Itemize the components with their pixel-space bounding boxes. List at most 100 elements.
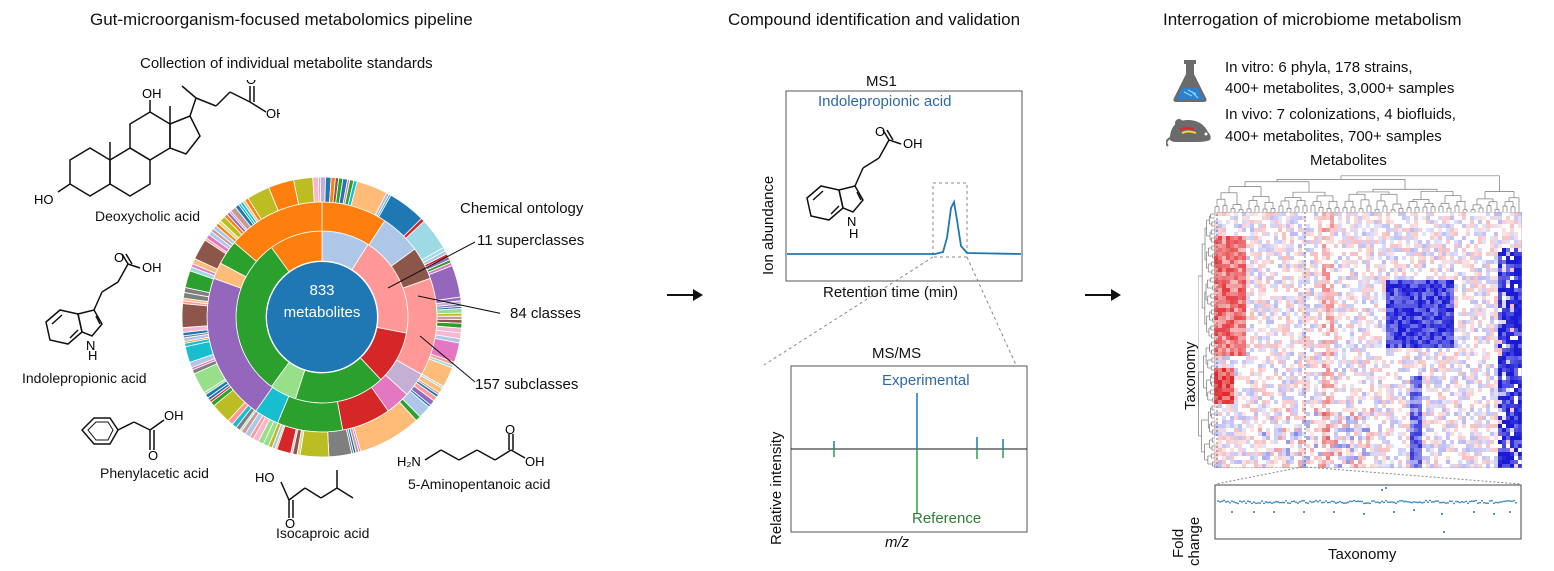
foldchange-point xyxy=(1309,500,1311,503)
foldchange-ylabel-1: Fold xyxy=(1170,528,1187,558)
heatmap-cell xyxy=(1222,292,1226,296)
heatmap-cell xyxy=(1422,460,1426,464)
heatmap-cell xyxy=(1426,324,1430,328)
heatmap-cell xyxy=(1246,392,1250,396)
heatmap-cell xyxy=(1274,244,1278,248)
heatmap-cell xyxy=(1442,444,1446,448)
heatmap-cell xyxy=(1322,236,1326,240)
heatmap-cell xyxy=(1438,300,1442,304)
heatmap-cell xyxy=(1470,424,1474,428)
heatmap-cell xyxy=(1250,292,1254,296)
heatmap-cell xyxy=(1314,292,1318,296)
heatmap-cell xyxy=(1302,240,1306,244)
heatmap-cell xyxy=(1434,340,1438,344)
heatmap-cell xyxy=(1406,436,1410,440)
heatmap-cell xyxy=(1390,324,1394,328)
heatmap-cell xyxy=(1278,252,1282,256)
heatmap-cell xyxy=(1418,352,1422,356)
heatmap-cell xyxy=(1322,432,1326,436)
heatmap-cell xyxy=(1322,404,1326,408)
heatmap-cell xyxy=(1270,252,1274,256)
heatmap-cell xyxy=(1410,288,1414,292)
heatmap-cell xyxy=(1310,344,1314,348)
heatmap-cell xyxy=(1294,376,1298,380)
standards-heading: Collection of individual metabolite stan… xyxy=(140,55,433,72)
heatmap-cell xyxy=(1422,376,1426,380)
heatmap-cell xyxy=(1450,448,1454,452)
foldchange-point xyxy=(1419,501,1421,503)
heatmap-cell xyxy=(1234,272,1238,276)
heatmap-cell xyxy=(1258,268,1262,272)
heatmap-cell xyxy=(1506,240,1510,244)
heatmap-cell xyxy=(1378,388,1382,392)
foldchange-point xyxy=(1443,501,1445,504)
heatmap-cell xyxy=(1290,284,1294,288)
heatmap-cell xyxy=(1390,344,1394,348)
heatmap-cell xyxy=(1234,284,1238,288)
heatmap-cell xyxy=(1510,396,1514,400)
heatmap-cell xyxy=(1486,444,1490,448)
heatmap-cell xyxy=(1290,348,1294,352)
heatmap-cell xyxy=(1450,444,1454,448)
heatmap-cell xyxy=(1506,256,1510,260)
heatmap-cell xyxy=(1282,400,1286,404)
heatmap-cell xyxy=(1514,464,1518,468)
heatmap-cell xyxy=(1414,404,1418,408)
heatmap-cell xyxy=(1466,232,1470,236)
heatmap-cell xyxy=(1442,344,1446,348)
heatmap-cell xyxy=(1246,316,1250,320)
heatmap-cell xyxy=(1358,436,1362,440)
heatmap-cell xyxy=(1478,236,1482,240)
heatmap-cell xyxy=(1298,392,1302,396)
heatmap-cell xyxy=(1230,340,1234,344)
heatmap-cell xyxy=(1310,436,1314,440)
heatmap-cell xyxy=(1506,300,1510,304)
heatmap-cell xyxy=(1286,440,1290,444)
heatmap-cell xyxy=(1494,404,1498,408)
heatmap-cell xyxy=(1314,308,1318,312)
heatmap-cell xyxy=(1502,368,1506,372)
heatmap-cell xyxy=(1250,220,1254,224)
heatmap-cell xyxy=(1214,404,1218,408)
heatmap-cell xyxy=(1406,252,1410,256)
heatmap-cell xyxy=(1358,460,1362,464)
heatmap-cell xyxy=(1214,296,1218,300)
heatmap-cell xyxy=(1510,264,1514,268)
atom-o: O xyxy=(285,516,295,528)
heatmap-cell xyxy=(1242,244,1246,248)
heatmap-cell xyxy=(1238,228,1242,232)
heatmap-cell xyxy=(1414,284,1418,288)
heatmap-cell xyxy=(1406,464,1410,468)
heatmap-cell xyxy=(1254,392,1258,396)
heatmap-cell xyxy=(1502,288,1506,292)
foldchange-point xyxy=(1371,500,1373,503)
heatmap-cell xyxy=(1430,276,1434,280)
heatmap-cell xyxy=(1506,276,1510,280)
heatmap-cell xyxy=(1442,440,1446,444)
heatmap-cell xyxy=(1482,340,1486,344)
heatmap-cell xyxy=(1490,416,1494,420)
heatmap-cell xyxy=(1386,328,1390,332)
heatmap-cell xyxy=(1250,264,1254,268)
heatmap-cell xyxy=(1334,440,1338,444)
heatmap-cell xyxy=(1498,456,1502,460)
heatmap-cell xyxy=(1490,376,1494,380)
heatmap-cell xyxy=(1466,264,1470,268)
heatmap-cell xyxy=(1306,360,1310,364)
heatmap-cell xyxy=(1446,260,1450,264)
heatmap-cell xyxy=(1282,448,1286,452)
heatmap-cell xyxy=(1306,356,1310,360)
heatmap-cell xyxy=(1278,384,1282,388)
heatmap-cell xyxy=(1410,404,1414,408)
atom-ho: HO xyxy=(255,470,275,485)
heatmap-cell xyxy=(1386,412,1390,416)
heatmap-cell xyxy=(1382,432,1386,436)
heatmap-cell xyxy=(1386,276,1390,280)
heatmap-cell xyxy=(1398,408,1402,412)
heatmap-cell xyxy=(1226,304,1230,308)
foldchange-point xyxy=(1465,500,1467,503)
heatmap-cell xyxy=(1286,352,1290,356)
heatmap-cell xyxy=(1426,248,1430,252)
heatmap-cell xyxy=(1442,232,1446,236)
heatmap-cell xyxy=(1282,420,1286,424)
